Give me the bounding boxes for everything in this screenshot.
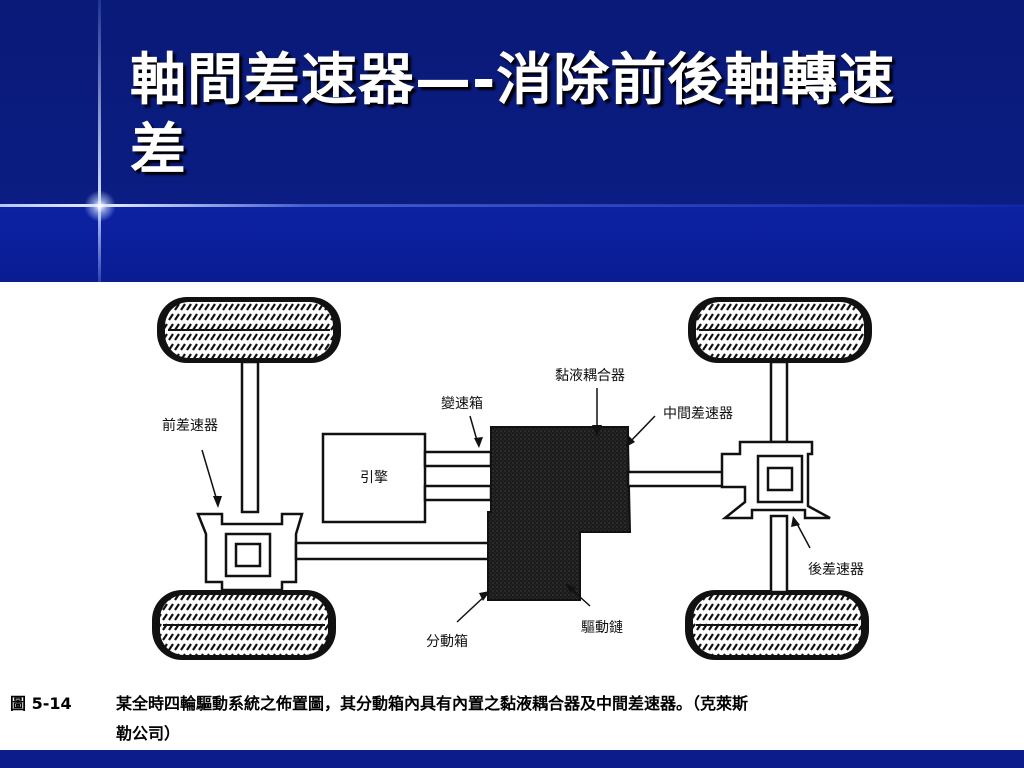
figure-number: 圖 5-14 [10, 694, 72, 713]
decorative-horizontal-line [0, 204, 1024, 207]
slide-title: 軸間差速器—-消除前後軸轉速差 [130, 48, 896, 183]
front-axle [196, 360, 304, 594]
engine-label: 引擎 [360, 470, 388, 486]
rear-differential-label: 後差速器 [808, 562, 864, 578]
callout-arrowheads [213, 425, 800, 601]
bottom-bar [0, 750, 1024, 768]
caption-line-2: 勒公司） [116, 724, 181, 743]
transfer-case-label: 分動箱 [426, 634, 468, 650]
drive-chain-label: 驅動鏈 [581, 620, 623, 636]
engine: 引擎 [321, 432, 493, 524]
transmission-label: 變速箱 [441, 396, 483, 412]
figure-area: 引擎 [0, 282, 1024, 750]
front-bottom-wheel [152, 590, 336, 660]
rear-bottom-wheel [685, 590, 869, 660]
decorative-vertical-line [98, 0, 101, 282]
front-differential-label: 前差速器 [162, 417, 218, 434]
center-differential-label: 中間差速器 [663, 406, 733, 422]
header-band [0, 205, 1024, 282]
viscous-coupling-label: 黏液耦合器 [555, 368, 625, 384]
caption-line-1: 某全時四輪驅動系統之佈置圖，其分動箱內具有內置之黏液耦合器及中間差速器。（克萊斯 [116, 694, 749, 713]
rear-axle [720, 360, 831, 594]
drivetrain-diagram: 引擎 [152, 297, 872, 660]
slide-header: 軸間差速器—-消除前後軸轉速差 [0, 0, 1024, 282]
transfer-case [487, 426, 632, 601]
rear-propeller-shaft [626, 470, 726, 488]
decorative-star-glow [84, 190, 116, 222]
front-top-wheel [157, 297, 341, 363]
rear-top-wheel [688, 297, 872, 363]
